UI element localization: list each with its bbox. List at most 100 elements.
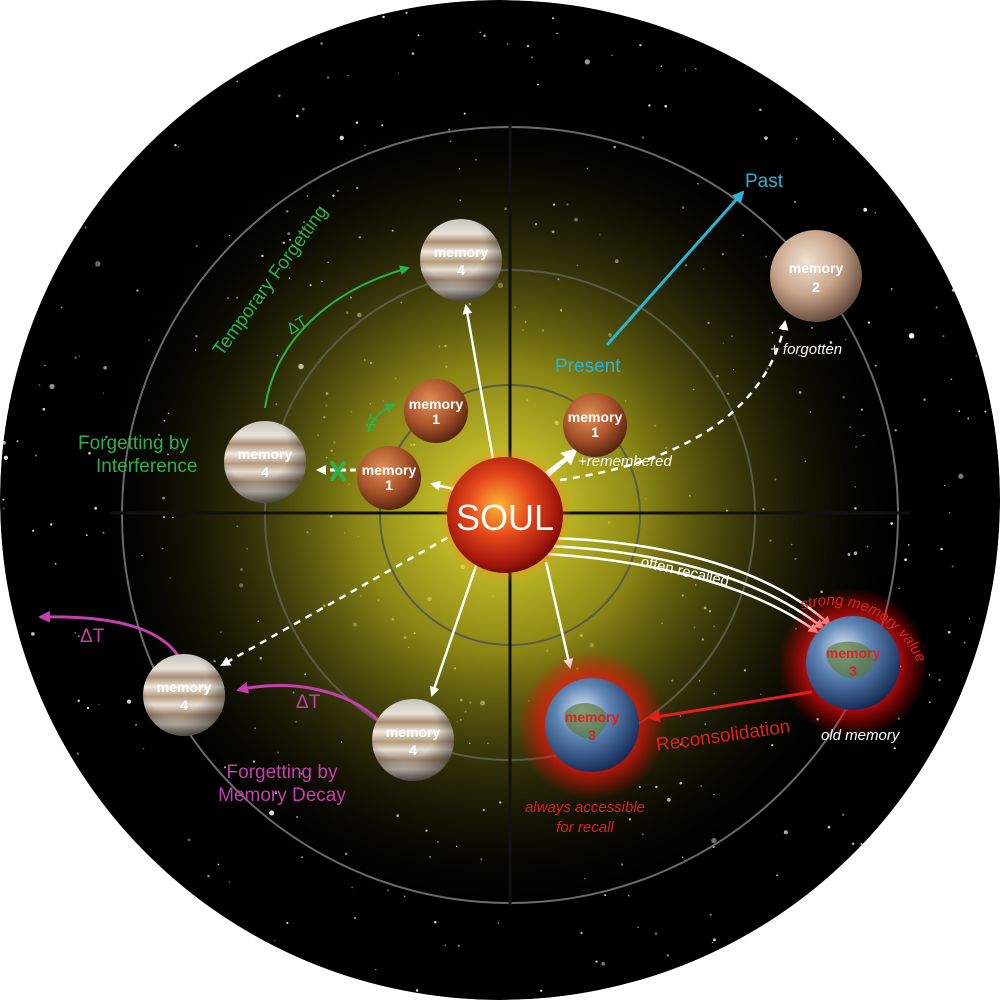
star — [796, 903, 802, 909]
star — [664, 105, 667, 108]
star — [637, 1, 640, 5]
star — [968, 85, 971, 89]
memory-4-upper: memory 4 — [420, 219, 502, 301]
star — [18, 21, 22, 26]
star — [10, 773, 13, 776]
decay-label-line2: Memory Decay — [218, 785, 346, 806]
star — [225, 926, 228, 929]
star — [138, 147, 140, 150]
star — [958, 410, 961, 412]
memory-1-interfered: memory 1 — [357, 446, 421, 510]
star — [46, 276, 49, 278]
star — [347, 74, 349, 77]
star — [795, 137, 798, 140]
star — [953, 78, 955, 81]
star — [354, 916, 356, 919]
star — [2, 498, 5, 501]
star — [853, 74, 855, 77]
star — [711, 941, 714, 944]
memory-number: 4 — [261, 464, 269, 480]
star — [526, 44, 530, 48]
star — [966, 866, 970, 870]
star — [27, 59, 30, 63]
star — [108, 994, 113, 998]
star — [968, 797, 971, 800]
mars-icon — [357, 446, 421, 510]
star — [3, 455, 9, 460]
star — [95, 261, 101, 267]
memory-3-old: memory 3 — [806, 616, 900, 710]
star — [936, 45, 939, 48]
memory-4-interference: memory 4 — [224, 421, 306, 503]
star — [551, 17, 555, 20]
star — [88, 451, 91, 455]
star — [162, 957, 165, 961]
star — [135, 876, 138, 879]
memory-word: memory — [826, 645, 881, 661]
star — [95, 834, 99, 839]
star — [758, 67, 761, 69]
star — [74, 632, 77, 634]
star — [224, 38, 227, 41]
memory-number: 4 — [409, 742, 417, 758]
star — [76, 752, 80, 755]
star — [34, 454, 37, 457]
star — [958, 473, 964, 479]
memory-number: 4 — [457, 262, 465, 278]
delta-t-label-near: ΔT — [296, 692, 321, 713]
star — [115, 844, 121, 850]
star — [116, 48, 119, 51]
star — [78, 355, 80, 357]
star — [970, 226, 973, 230]
star — [397, 72, 400, 74]
star — [660, 65, 663, 67]
star — [951, 565, 954, 568]
star — [940, 547, 943, 551]
star — [103, 365, 107, 370]
memory-word: memory — [362, 462, 417, 478]
interference-label-line2: Interference — [96, 456, 197, 477]
star — [188, 907, 191, 910]
temporary-forgetting-arcs — [264, 265, 410, 433]
star — [928, 70, 931, 73]
memory-number: 3 — [588, 727, 596, 743]
star — [867, 321, 870, 324]
memory-word: memory — [386, 724, 441, 740]
star — [601, 962, 605, 966]
memory-word: memory — [238, 446, 293, 462]
star — [950, 378, 953, 381]
star — [38, 384, 41, 386]
star — [142, 747, 145, 750]
star — [74, 356, 77, 359]
star — [88, 939, 91, 943]
memory-4-decay-far: memory 4 — [143, 654, 225, 736]
star — [947, 630, 951, 634]
star — [832, 138, 835, 140]
reconsolidation-arrow — [648, 690, 813, 723]
star — [229, 6, 232, 9]
star — [16, 440, 19, 443]
star — [920, 886, 923, 888]
star — [580, 931, 583, 935]
star — [375, 968, 377, 971]
soul-arrows — [429, 304, 832, 697]
star — [942, 335, 945, 338]
star — [975, 355, 977, 357]
star — [539, 989, 543, 992]
star — [973, 308, 976, 311]
star — [654, 932, 658, 935]
star — [854, 971, 858, 975]
star — [977, 260, 980, 263]
star — [537, 83, 539, 86]
star — [483, 34, 486, 37]
star — [935, 993, 938, 996]
star — [479, 31, 481, 33]
star — [355, 121, 359, 124]
star — [86, 706, 90, 710]
star — [326, 76, 330, 79]
star — [709, 913, 712, 916]
star — [2, 440, 6, 445]
star — [415, 989, 419, 992]
star — [920, 946, 922, 948]
